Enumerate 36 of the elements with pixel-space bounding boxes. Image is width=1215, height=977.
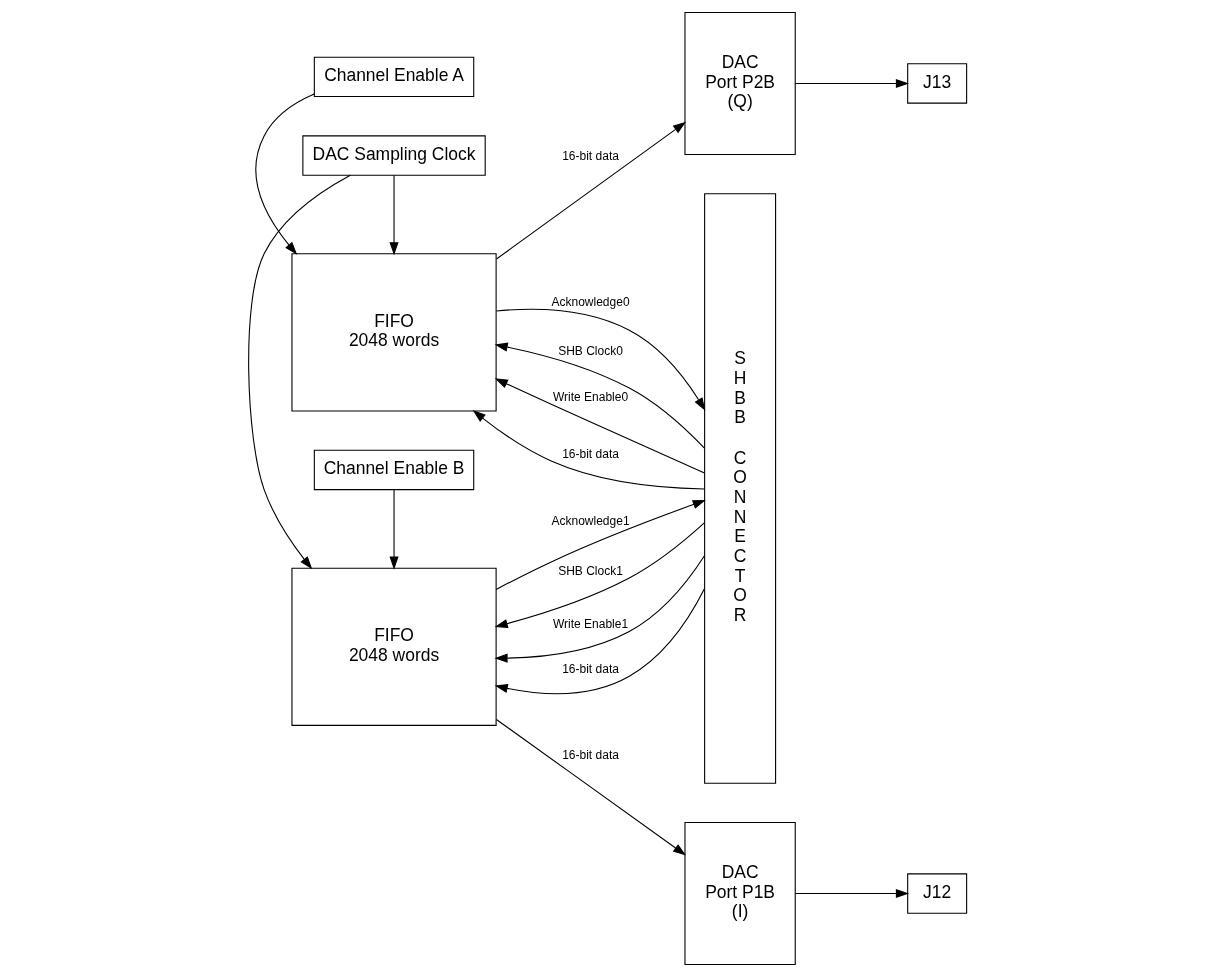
node-box: Channel Enable B [313,449,475,491]
arrow [794,888,909,899]
arrow [389,174,399,256]
edge-label: 16-bit data [562,446,619,461]
node-box: SHBB CONNECTOR [704,193,777,784]
edge-label: 16-bit data [562,661,619,676]
node-box: FIFO 2048 words [291,567,497,726]
node-box: J12 [907,873,968,914]
edge-label: 16-bit data [562,748,619,763]
arrow [495,121,687,260]
edge-label: SHB Clock1 [558,563,623,578]
node-box: J13 [907,63,968,104]
arrow [495,308,706,411]
arrow [495,500,706,591]
arrow [494,522,706,628]
arrow [255,93,315,255]
arrow [389,489,399,570]
edge-label: Write Enable0 [552,389,629,404]
edge-label: 16-bit data [562,148,619,163]
node-box: Channel Enable A [313,56,475,98]
arrow [494,378,705,474]
arrow [495,718,687,856]
edge-label: SHB Clock0 [558,344,623,359]
arrow [248,174,351,570]
node-box: FIFO 2048 words [291,253,497,412]
node-box: DAC Sampling Clock [302,135,486,176]
edge-label: Acknowledge0 [551,294,630,309]
arrow [494,588,705,695]
edge-label: Write Enable1 [552,617,629,632]
arrow [472,410,705,490]
edge-label: Acknowledge1 [551,514,630,529]
arrow [494,342,705,449]
node-box: DAC Port P1B (I) [684,822,796,966]
arrow [494,555,705,663]
arrow [794,78,909,89]
node-box: DAC Port P2B (Q) [684,11,796,155]
